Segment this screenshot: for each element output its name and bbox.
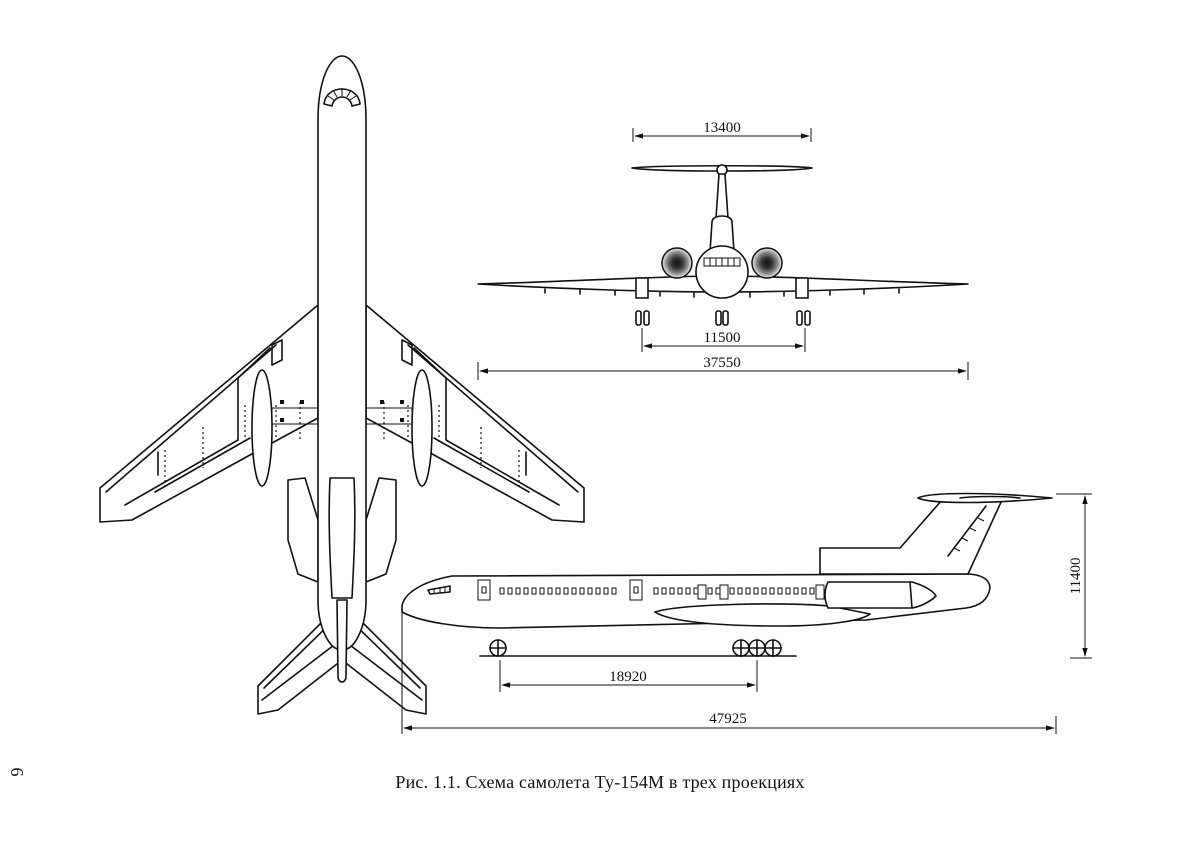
side-windows bbox=[499, 587, 815, 595]
stabilizer-span-label: 13400 bbox=[703, 120, 741, 136]
length-label: 47925 bbox=[709, 711, 747, 727]
wheelbase-label: 18920 bbox=[609, 669, 647, 685]
height-label: 11400 bbox=[1068, 558, 1084, 595]
vertical-fin bbox=[819, 499, 1003, 575]
top-view bbox=[99, 55, 585, 715]
side-view: 18920 47925 11400 bbox=[401, 492, 1092, 734]
left-wing bbox=[99, 304, 319, 523]
figure-caption: Рис. 1.1. Схема самолета Ту-154М в трех … bbox=[395, 772, 805, 792]
right-wing bbox=[365, 304, 585, 523]
wing-span-label: 37550 bbox=[703, 355, 741, 371]
track-label: 11500 bbox=[704, 330, 741, 346]
side-tailplane bbox=[917, 492, 1053, 504]
front-view: 13400 11500 37550 bbox=[477, 120, 969, 380]
